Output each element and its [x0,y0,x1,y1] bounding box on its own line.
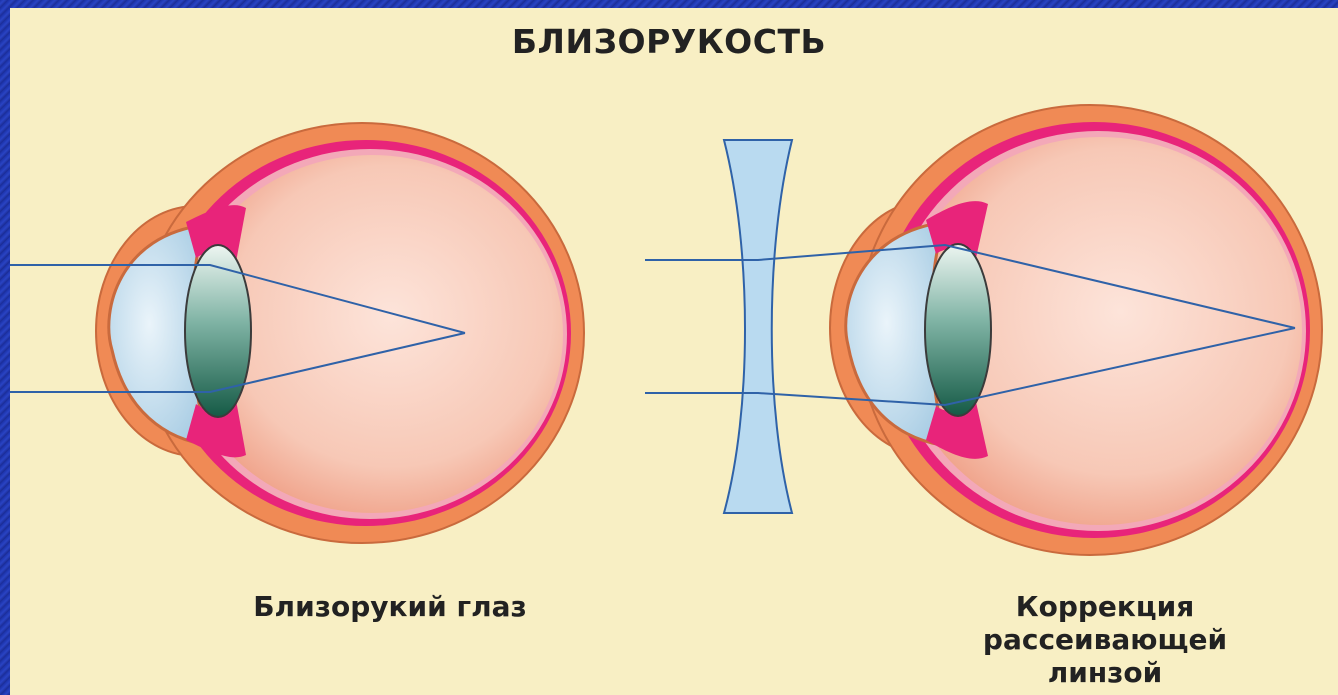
myopic-eye-caption: Близорукий глаз [140,590,640,624]
crystalline-lens-right [925,244,991,416]
concave-lens-icon [724,140,792,513]
correction-caption-line-1: Коррекция [880,590,1330,623]
correction-caption-line-2: рассеивающей [880,623,1330,656]
concave-lens [724,140,792,513]
correction-caption: Коррекция рассеивающей линзой [880,590,1330,689]
correction-caption-line-3: линзой [880,656,1330,689]
diagram-title: БЛИЗОРУКОСТЬ [0,22,1338,62]
myopic-eye-icon [10,123,584,543]
